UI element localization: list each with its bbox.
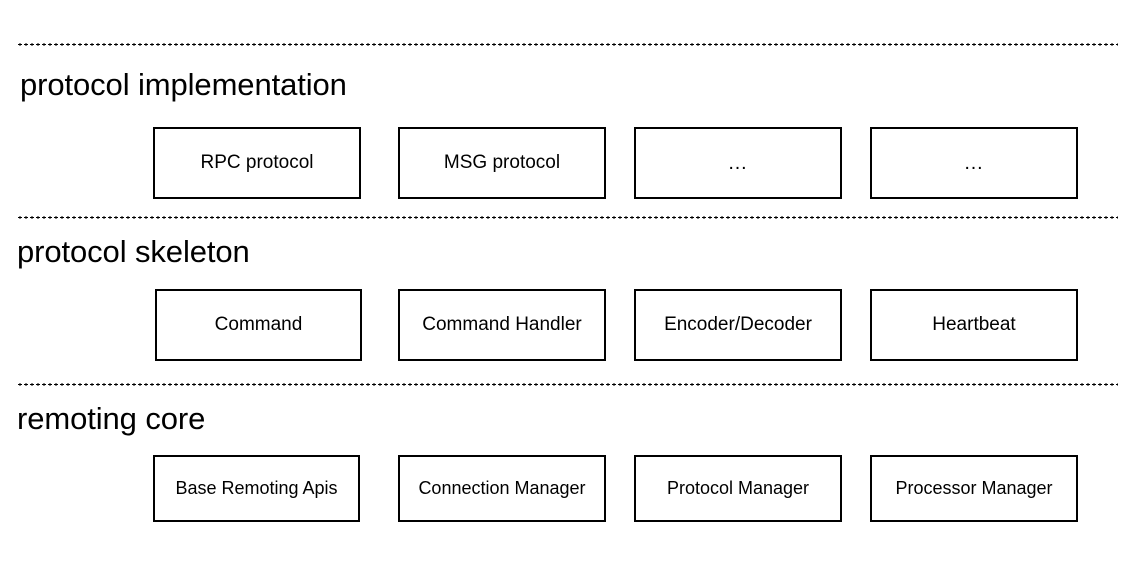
box-protocol-manager[interactable]: Protocol Manager bbox=[634, 455, 842, 522]
box-label: Connection Manager bbox=[418, 477, 586, 498]
box-label: Protocol Manager bbox=[666, 477, 810, 498]
ellipsis-label: … bbox=[963, 152, 985, 174]
box-processor-manager[interactable]: Processor Manager bbox=[870, 455, 1078, 522]
box-label: Heartbeat bbox=[932, 313, 1016, 335]
box-command[interactable]: Command bbox=[155, 289, 362, 361]
section-divider-protocol-skeleton bbox=[17, 216, 1118, 219]
box-connection-manager[interactable]: Connection Manager bbox=[398, 455, 606, 522]
box-label: Command Handler bbox=[422, 313, 582, 335]
box-base-remoting-apis[interactable]: Base Remoting Apis bbox=[153, 455, 360, 522]
box-rpc-protocol[interactable]: RPC protocol bbox=[153, 127, 361, 199]
box-command-handler[interactable]: Command Handler bbox=[398, 289, 606, 361]
box-label: Base Remoting Apis bbox=[175, 477, 338, 498]
section-title-remoting-core: remoting core bbox=[17, 401, 206, 436]
section-title-protocol-skeleton: protocol skeleton bbox=[17, 234, 250, 269]
box-msg-protocol[interactable]: MSG protocol bbox=[398, 127, 606, 199]
box-label: Command bbox=[214, 313, 303, 335]
box-protocol-implementation-placeholder-1[interactable]: … bbox=[634, 127, 842, 199]
section-divider-protocol-implementation bbox=[17, 43, 1118, 46]
box-encoder-decoder[interactable]: Encoder/Decoder bbox=[634, 289, 842, 361]
section-divider-remoting-core bbox=[17, 383, 1118, 386]
section-title-protocol-implementation: protocol implementation bbox=[20, 67, 347, 102]
box-heartbeat[interactable]: Heartbeat bbox=[870, 289, 1078, 361]
ellipsis-label: … bbox=[727, 152, 749, 174]
box-label: Encoder/Decoder bbox=[664, 313, 812, 335]
box-label: Processor Manager bbox=[895, 477, 1053, 498]
box-label: RPC protocol bbox=[200, 151, 314, 173]
box-protocol-implementation-placeholder-2[interactable]: … bbox=[870, 127, 1078, 199]
box-label: MSG protocol bbox=[443, 151, 561, 173]
